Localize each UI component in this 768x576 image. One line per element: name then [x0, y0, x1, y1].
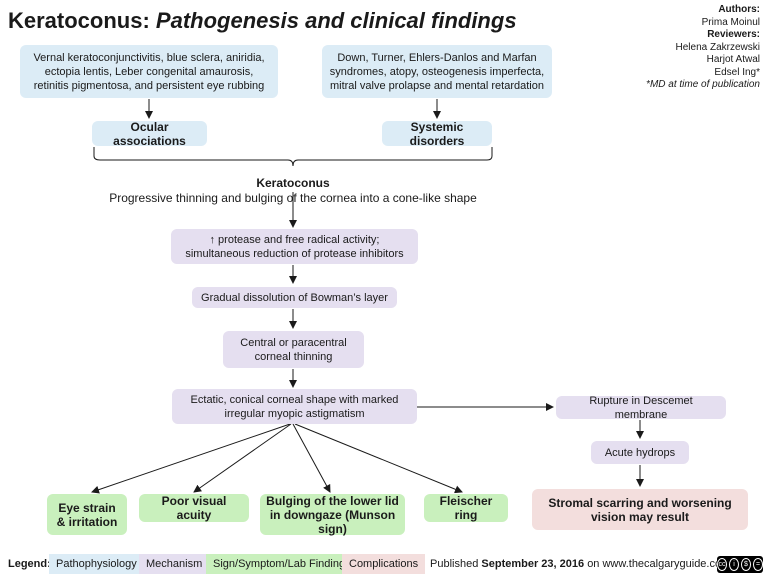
published-prefix: Published [430, 558, 479, 570]
reviewer-name: Edsel Ing* [714, 66, 760, 78]
authors-label: Authors: [718, 4, 760, 15]
poor-visual-acuity-node: Poor visual acuity [139, 494, 249, 522]
credits-block: Authors: Prima Moinul Reviewers: Helena … [646, 4, 760, 92]
systemic-disorders-node: Systemic disorders [382, 120, 492, 148]
reviewers-label: Reviewers: [707, 29, 760, 40]
ectatic-shape-node: Ectatic, conical corneal shape with mark… [172, 389, 417, 424]
stromal-scarring-node: Stromal scarring and worsening vision ma… [532, 489, 748, 530]
ocular-associations-node: Ocular associations [92, 120, 207, 148]
credits-note: *MD at time of publication [646, 79, 760, 90]
published-date: September 23, 2016 [481, 558, 585, 570]
ocular-associations-list: Vernal keratoconjunctivitis, blue sclera… [20, 45, 278, 98]
title-subtitle: Pathogenesis and clinical findings [155, 8, 517, 33]
munson-sign-node: Bulging of the lower lid in downgaze (Mu… [260, 494, 405, 536]
page-title: Keratoconus: Pathogenesis and clinical f… [8, 8, 517, 34]
published-suffix: on www.thecalgaryguide.com [587, 558, 731, 570]
bowman-layer-node: Gradual dissolution of Bowman’s layer [192, 287, 397, 308]
published-line: Published September 23, 2016 on www.thec… [430, 558, 730, 570]
systemic-disorders-list: Down, Turner, Ehlers-Danlos and Marfan s… [322, 45, 552, 98]
corneal-thinning-node: Central or paracentral corneal thinning [223, 331, 364, 368]
legend-mechanism: Mechanism [139, 554, 210, 574]
legend-bar: Legend: Pathophysiology Mechanism Sign/S… [0, 554, 768, 576]
eye-strain-node: Eye strain & irritation [47, 494, 127, 535]
reviewer-name: Helena Zakrzewski [675, 41, 760, 53]
descemet-rupture-node: Rupture in Descemet membrane [556, 395, 726, 421]
reviewer-name: Harjot Atwal [706, 54, 760, 65]
legend-complications: Complications [342, 554, 426, 574]
author-name: Prima Moinul [701, 16, 760, 28]
legend-label: Legend: [8, 558, 51, 570]
keratoconus-title: Keratoconus [256, 176, 330, 190]
title-main: Keratoconus: [8, 8, 150, 33]
protease-activity-node: ↑ protease and free radical activity; si… [171, 229, 418, 264]
legend-pathophysiology: Pathophysiology [49, 554, 144, 574]
fleischer-ring-node: Fleischer ring [424, 494, 508, 522]
acute-hydrops-node: Acute hydrops [591, 441, 689, 464]
keratoconus-definition: Progressive thinning and bulging of the … [109, 191, 477, 205]
legend-sign-symptom: Sign/Symptom/Lab Finding [206, 554, 353, 574]
